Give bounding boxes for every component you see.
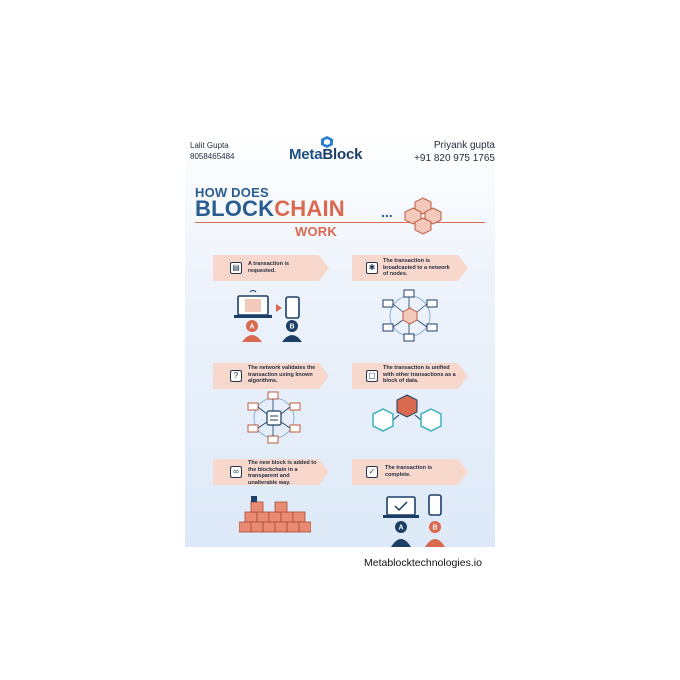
left-contact: Lalit Gupta 8058465484	[190, 140, 235, 162]
step-banner-2-tip	[458, 255, 468, 281]
heading-word-chain: CHAIN	[274, 196, 345, 221]
heading-line-3: WORK	[295, 224, 337, 239]
heading-word-block: BLOCK	[195, 196, 275, 221]
monitor-icon	[386, 496, 416, 516]
infographic-poster: Lalit Gupta 8058465484 MetaBlock Priyank…	[185, 134, 495, 547]
broadcast-network-illustration	[382, 289, 438, 342]
step-banner-1-tip	[319, 255, 329, 281]
step-banner-5-tip	[319, 459, 329, 485]
user-a-avatar	[246, 320, 258, 332]
lock-icon	[251, 496, 257, 502]
step-text-6: The transaction is complete.	[385, 465, 433, 478]
wifi-icon	[249, 290, 257, 293]
phone-icon	[285, 296, 300, 319]
user-a-label: A	[249, 324, 254, 331]
brand-part-1: Meta	[289, 146, 323, 163]
unified-block-illustration	[372, 394, 442, 432]
step-text-2: The transaction is broadcasted to a netw…	[383, 258, 450, 277]
step-text-4: The transaction is unified with other tr…	[383, 365, 456, 384]
question-icon: ?	[230, 370, 242, 382]
center-cube-icon	[402, 307, 418, 325]
left-contact-phone: 8058465484	[190, 152, 235, 161]
database-icon: ▤	[230, 262, 242, 274]
user-a-label: A	[398, 525, 403, 532]
brand-name: MetaBlock	[289, 146, 362, 163]
checklist-icon: ✓	[366, 466, 378, 478]
user-b-avatar	[429, 521, 441, 533]
brand-part-2: Block	[322, 146, 363, 163]
right-contact-phone: +91 820 975 1765	[414, 153, 495, 164]
cube-icon: ▢	[366, 370, 378, 382]
right-contact: Priyank gupta +91 820 975 1765	[391, 139, 495, 165]
arrow-icon	[276, 304, 282, 312]
server-icon	[266, 410, 282, 426]
brand-logo-icon	[320, 135, 334, 153]
check-icon	[394, 501, 408, 512]
user-a-avatar	[395, 521, 407, 533]
blockchain-cubes-icon	[399, 196, 447, 243]
user-b-label: B	[432, 525, 437, 532]
website-url: Metablocktechnologies.io	[364, 557, 482, 569]
chain-icon: ∞	[230, 466, 242, 478]
left-contact-name: Lalit Gupta	[190, 141, 229, 150]
added-blocks-illustration	[239, 496, 311, 533]
request-illustration: A B	[234, 290, 302, 342]
step-banner-4-tip	[458, 363, 468, 389]
right-contact-name: Priyank gupta	[433, 140, 495, 151]
phone-icon	[428, 494, 442, 516]
step-banner-3-tip	[319, 363, 329, 389]
validate-illustration	[247, 391, 301, 444]
complete-illustration: A B	[383, 494, 445, 547]
heading-underline	[195, 222, 485, 223]
heading-line-1: HOW DOES	[195, 185, 269, 200]
user-b-label: B	[289, 324, 294, 331]
user-b-avatar	[286, 320, 298, 332]
step-text-1: A transaction is requested.	[248, 261, 290, 274]
step-text-5: The new block is added to the blockchain…	[248, 460, 317, 486]
step-text-3: The network validates the transaction us…	[248, 365, 316, 384]
heading-line-2: BLOCKCHAIN	[195, 196, 345, 222]
step-banner-6-tip	[458, 459, 468, 485]
heading-dots: ...	[381, 204, 393, 220]
network-icon: ✱	[366, 262, 378, 274]
